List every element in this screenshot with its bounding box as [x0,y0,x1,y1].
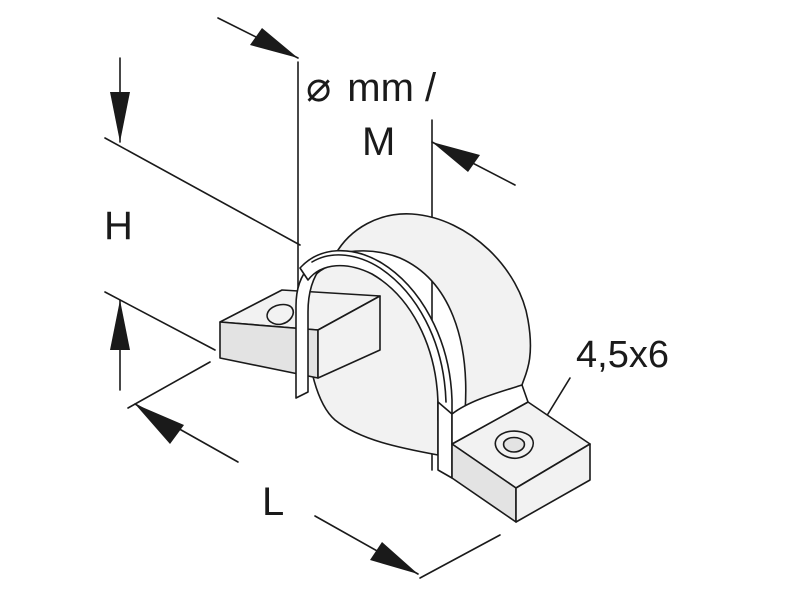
diameter-arrow-left [250,28,298,58]
length-dimension [127,361,501,579]
diameter-arrow-right [432,142,480,172]
height-arrow-top [110,92,130,142]
hole-size-label: 4,5x6 [576,334,669,376]
right-flange-hole [494,430,534,460]
right-flange-side [515,443,591,523]
strap-right-leg [437,401,453,479]
height-extension-top [104,137,301,246]
pipe-clamp [219,213,591,523]
height-extension-bottom [104,291,216,351]
strap-front-band-edge [311,254,447,403]
height-label: H [104,204,133,248]
left-foot-side [317,295,381,379]
strap-back-arch [334,213,532,413]
left-foot-hole [266,303,295,326]
length-extension-right [419,534,501,579]
diameter-unit: mm / [347,66,437,110]
height-dimension [104,57,301,391]
length-arrow-right [370,542,418,574]
diameter-symbol: ⌀ [306,63,332,110]
thread-label: M [362,120,396,164]
length-arrow-left [135,404,184,444]
strap-right-transition [451,384,529,445]
length-extension-left [127,361,211,409]
length-label: L [262,480,285,524]
right-flange-hole-inner [502,436,526,453]
diameter-label: ⌀ mm / [306,63,437,110]
height-arrow-bottom [110,300,130,350]
